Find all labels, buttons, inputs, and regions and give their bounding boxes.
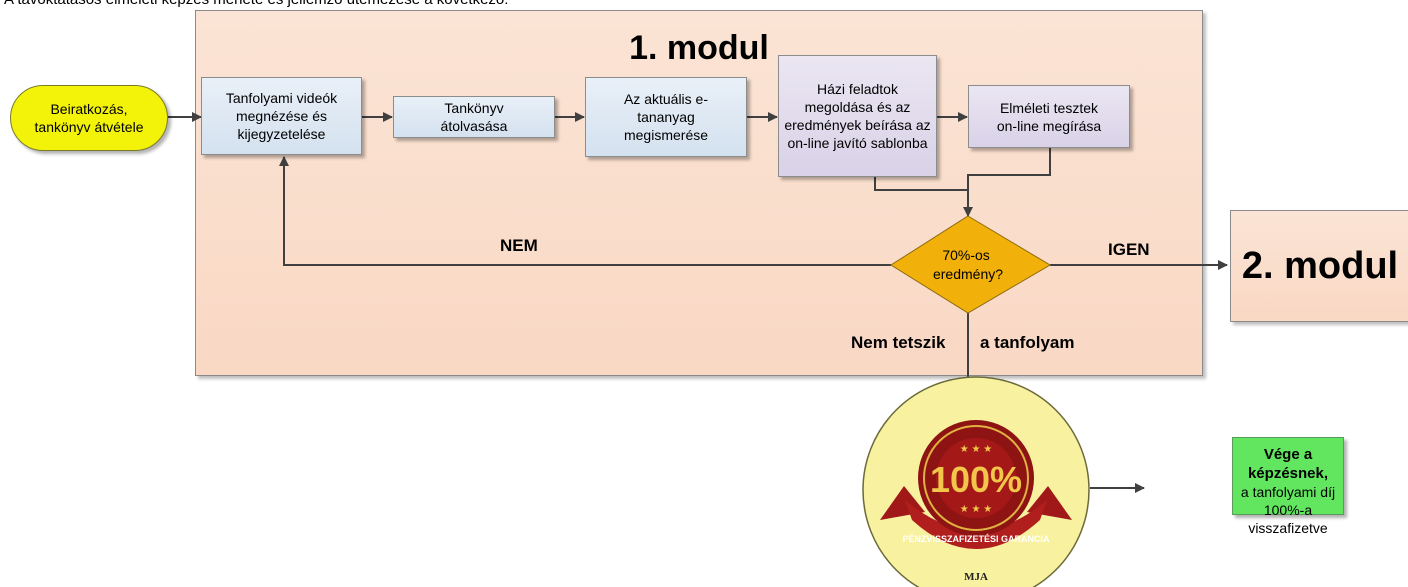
step-etananyag: Az aktuális e-tananyag megismerése: [585, 77, 747, 157]
money-back-seal: 100% ★ ★ ★ ★ ★ ★ PÉNZVISSZAFIZETÉSI GARA…: [862, 376, 1090, 587]
label-yes: IGEN: [1108, 240, 1150, 259]
start-node: Beiratkozás, tankönyv átvétele: [10, 85, 168, 151]
start-label: Beiratkozás, tankönyv átvétele: [34, 101, 144, 135]
step-homework-label: Házi feladtok megoldása és az eredmények…: [784, 81, 931, 151]
decision-text: 70%-os eredmény?: [933, 247, 1003, 282]
end-line-2: a tanfolyami díj: [1240, 484, 1336, 500]
label-quit-right: a tanfolyam: [980, 333, 1075, 352]
connector-homework-to-decision: [874, 177, 968, 191]
step-tests-label: Elméleti tesztek on-line megírása: [996, 99, 1102, 134]
module-2-node: 2. modul: [1230, 210, 1408, 322]
step-homework: Házi feladtok megoldása és az eredmények…: [778, 55, 937, 177]
arrow-no-loop-back: [279, 156, 891, 266]
step-book: Tankönyv átolvasása: [393, 96, 555, 138]
module-2-title: 2. modul: [1241, 244, 1399, 287]
seal-percent-text: 100%: [930, 459, 1022, 500]
end-line-3: 100%-a visszafizetve: [1248, 502, 1328, 536]
connector-tests-to-decision: [963, 148, 1051, 217]
svg-text:★ ★ ★: ★ ★ ★: [960, 504, 992, 515]
decision-diamond: [890, 215, 1051, 314]
step-videos-label: Tanfolyami videók megnézése és kijegyzet…: [225, 90, 338, 142]
end-node: Vége a képzésnek, a tanfolyami díj 100%-…: [1232, 437, 1344, 536]
module-1-title: 1. modul: [629, 29, 769, 67]
step-etananyag-label: Az aktuális e-tananyag megismerése: [623, 91, 709, 143]
seal-maker-text: MJA: [964, 571, 988, 583]
label-no: NEM: [500, 236, 538, 255]
end-bold-text: Vége a képzésnek,: [1247, 446, 1329, 482]
intro-text: A távoktatásos elméleti képzés menete és…: [4, 0, 508, 8]
label-quit-left: Nem tetszik: [851, 333, 946, 352]
step-book-label: Tankönyv átolvasása: [440, 100, 508, 134]
step-tests: Elméleti tesztek on-line megírása: [968, 85, 1130, 148]
step-videos: Tanfolyami videók megnézése és kijegyzet…: [201, 77, 362, 155]
svg-text:★ ★ ★: ★ ★ ★: [960, 444, 992, 455]
module-1-container: 1. modul: [195, 10, 1203, 376]
seal-ring-text: PÉNZVISSZAFIZETÉSI GARANCIA: [902, 534, 1050, 544]
